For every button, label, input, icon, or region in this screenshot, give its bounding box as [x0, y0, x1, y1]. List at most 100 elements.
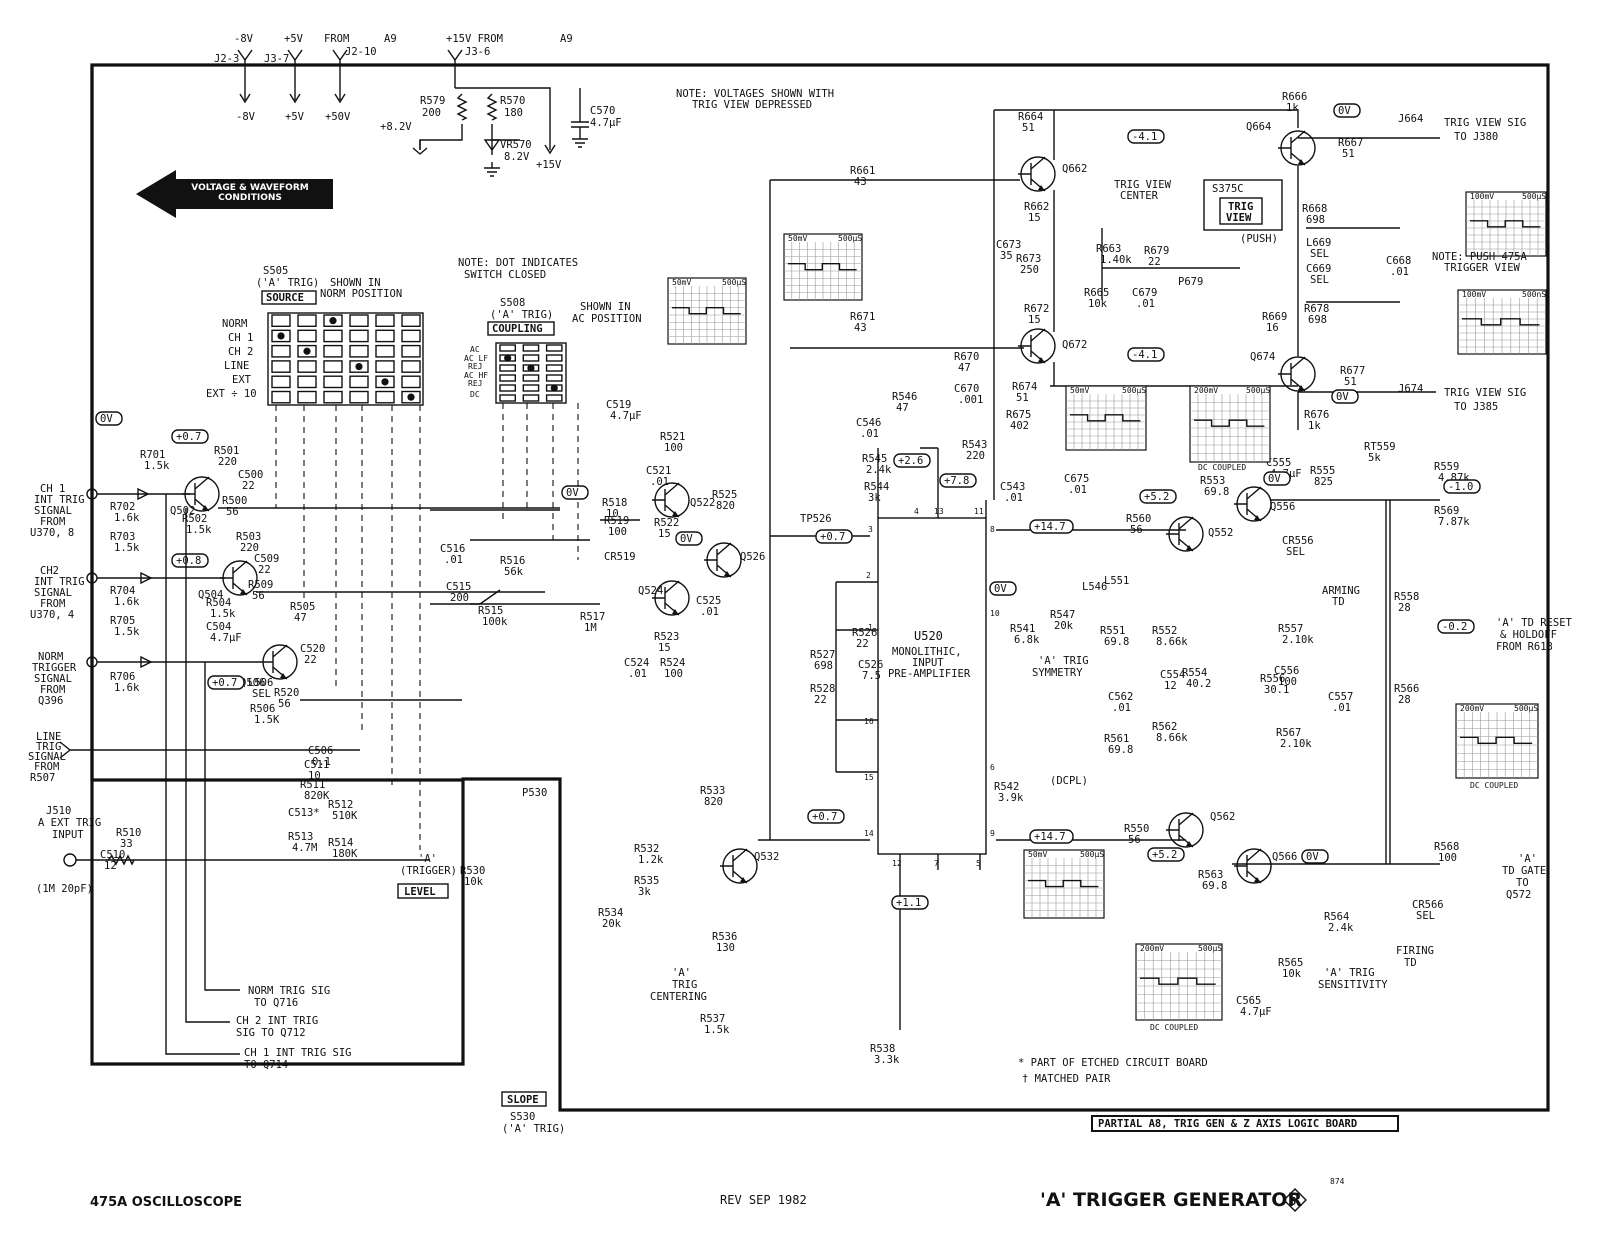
u520-pin-7: 7 [934, 859, 939, 868]
s505-row-ch2: CH 2 [228, 346, 253, 358]
symmetry-1: 'A' TRIG [1038, 655, 1089, 667]
component-value: 22 [814, 694, 827, 706]
component-ref: L546 [1082, 581, 1107, 593]
ch1-in-5: U370, 8 [30, 527, 74, 539]
switch-cell [545, 364, 563, 372]
transistor-label: Q674 [1250, 351, 1275, 363]
ch2-int-1: CH 2 INT TRIG [236, 1015, 318, 1027]
u520-pin-15: 15 [864, 773, 874, 782]
td-gate-1: 'A' [1518, 853, 1537, 865]
scope-trace [1462, 318, 1540, 326]
component-ref: R511 [300, 779, 325, 791]
td-reset-2: & HOLDOFF [1500, 629, 1557, 641]
conn-j3-7: J3-7 [264, 53, 289, 65]
voltage-tag: +5.2 [1152, 849, 1177, 861]
component-ref: R534 [598, 907, 623, 919]
component-ref: R501 [214, 445, 239, 457]
u520-desc-1: MONOLITHIC, [892, 646, 962, 658]
switch-cell [401, 314, 421, 328]
component-value: 250 [1020, 264, 1039, 276]
component-value: 69.8 [1204, 486, 1229, 498]
component-ref: R544 [864, 481, 889, 493]
scope-time: 500µS [1514, 704, 1538, 713]
switch-cell [499, 394, 517, 402]
voltage-tag: +0.7 [812, 811, 837, 823]
transistor-label: Q664 [1246, 121, 1271, 133]
component-ref: R551 [1100, 625, 1125, 637]
arming-1: ARMING [1322, 585, 1360, 597]
component-value: 22 [1148, 256, 1161, 268]
s508-shown-2: AC POSITION [572, 313, 642, 325]
scope-time: 500µS [838, 234, 862, 243]
switch-closed-dot [550, 384, 558, 392]
trigger-level-3: LEVEL [404, 886, 436, 898]
component-value: 15 [658, 642, 671, 654]
component-ref: R510 [116, 827, 141, 839]
voltage-tag-box [1301, 849, 1329, 864]
s375c: S375C [1212, 183, 1244, 195]
component-value: .01 [628, 668, 647, 680]
component-value: 5k [1368, 452, 1381, 464]
scope-volts: 200mV [1140, 944, 1164, 953]
component-ref: R702 [110, 501, 135, 513]
transistor-label: Q562 [1210, 811, 1235, 823]
component-value: 200 [450, 592, 469, 604]
component-ref: R701 [140, 449, 165, 461]
component-ref: R564 [1324, 911, 1349, 923]
board-boundary [90, 63, 1550, 1112]
s505-row-ext: EXT [232, 374, 252, 386]
voltage-tag: 0V [994, 583, 1007, 595]
voltage-tag: +0.7 [176, 431, 201, 443]
td-gate-3: TO [1516, 877, 1529, 889]
component-ref: R536 [712, 931, 737, 943]
component-value: 22 [258, 564, 271, 576]
switch-cell [323, 375, 343, 389]
component-ref: R525 [712, 489, 737, 501]
component-ref: R669 [1262, 311, 1287, 323]
component-value: .01 [1136, 298, 1155, 310]
component-value: 40.2 [1186, 678, 1211, 690]
footer-right: 'A' TRIGGER GENERATOR [1040, 1189, 1302, 1211]
ch1-int-2: TO Q714 [244, 1059, 288, 1071]
component-ref: C565 [1236, 995, 1261, 1007]
switch-cell [375, 344, 395, 358]
component-ref: R503 [236, 531, 261, 543]
component-ref: R530 [460, 865, 485, 877]
voltage-tag: 0V [680, 533, 693, 545]
scope-time: 500µS [1198, 944, 1222, 953]
voltage-tag-box [1127, 347, 1165, 362]
switch-cell [545, 354, 563, 362]
component-value: 1M [584, 622, 597, 634]
footer-num: 5 [1290, 1196, 1296, 1208]
voltage-tag: -0.2 [1442, 621, 1467, 633]
component-ref: R542 [994, 781, 1019, 793]
component-value: 2.10k [1280, 738, 1312, 750]
push: (PUSH) [1240, 233, 1278, 245]
component-value: 4.7µF [1240, 1006, 1272, 1018]
component-ref: R528 [810, 683, 835, 695]
voltage-tag-box [1139, 489, 1177, 504]
scope-time: 500µS [722, 278, 746, 287]
switch-cell [323, 329, 343, 343]
component-ref: R524 [660, 657, 685, 669]
component-ref: R505 [290, 601, 315, 613]
trig-view-sig-2b: TO J385 [1454, 401, 1498, 413]
component-value: 56 [1128, 834, 1141, 846]
r570-val: 180 [504, 107, 523, 119]
component-value: 10k [464, 876, 484, 888]
voltage-tag: +2.6 [898, 455, 923, 467]
switch-cell [375, 329, 395, 343]
out-plus50: +50V [325, 111, 351, 123]
line-in-4: FROM [34, 761, 59, 773]
component-ref: C668 [1386, 255, 1411, 267]
component-value: 1.5k [114, 626, 140, 638]
component-value: 22 [856, 638, 869, 650]
switch-closed-dot [407, 393, 415, 401]
voltage-tag: +14.7 [1034, 831, 1066, 843]
ext-in-3: INPUT [52, 829, 84, 841]
voltage-tag-box [171, 429, 209, 444]
ch1-in-2: INT TRIG [34, 494, 85, 506]
r579-ref: R579 [420, 95, 445, 107]
component-ref: R514 [328, 837, 353, 849]
component-value: 220 [240, 542, 259, 554]
